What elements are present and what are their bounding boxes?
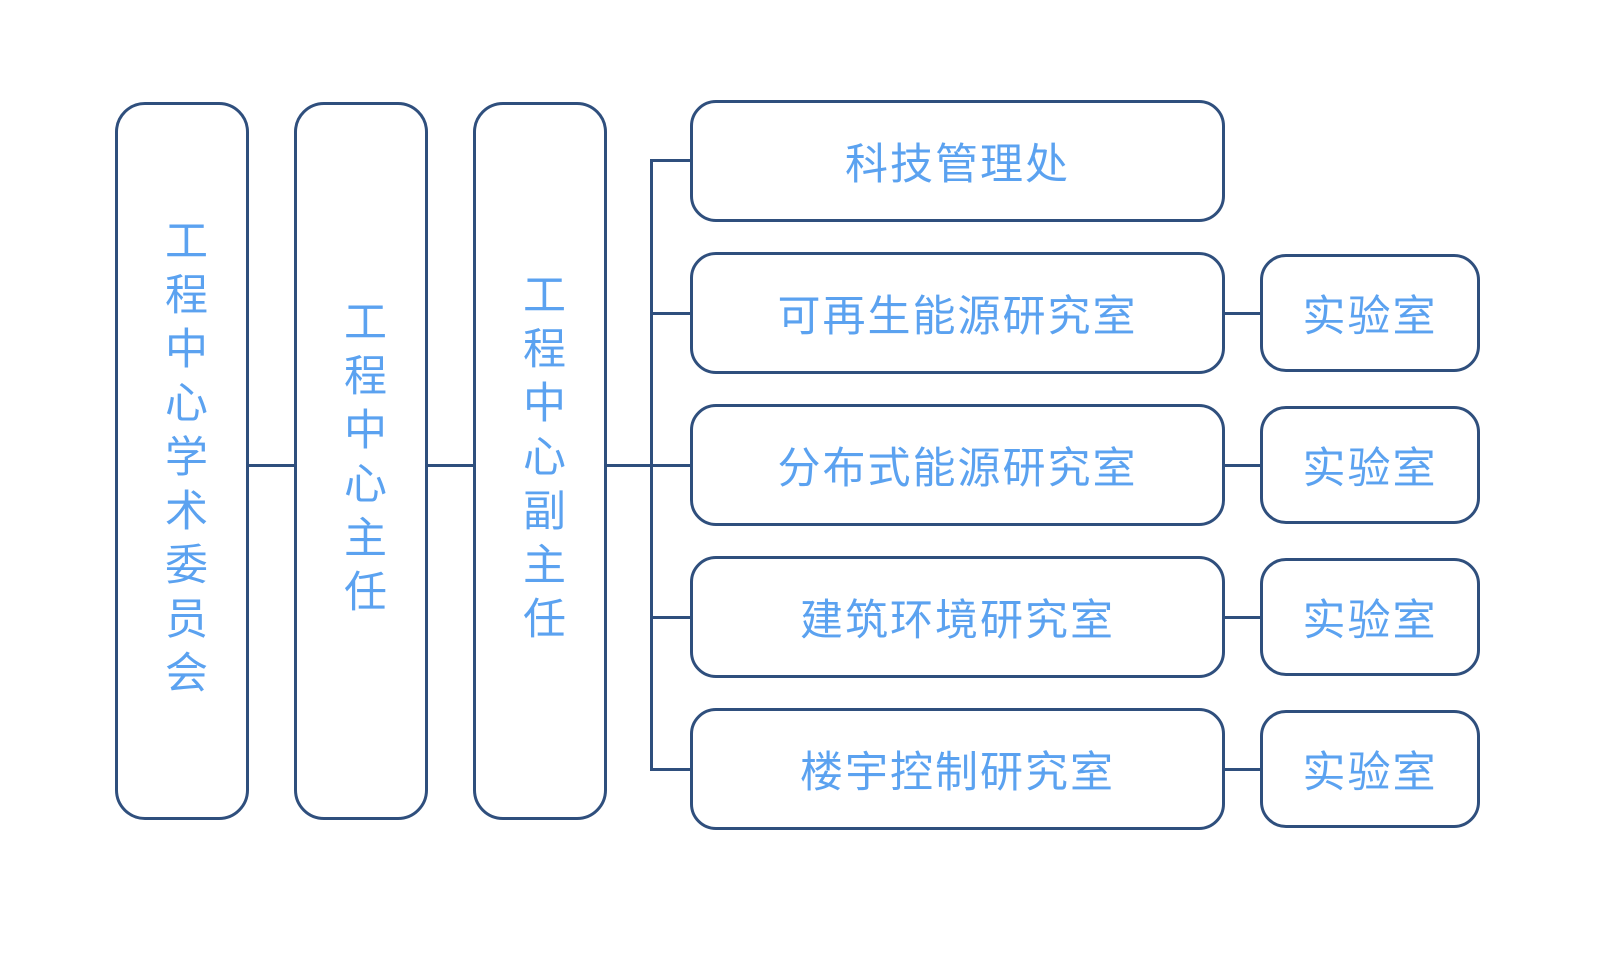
node-lab-building-control: 实验室 — [1260, 710, 1480, 828]
connector-trunk — [650, 159, 653, 771]
node-label: 科技管理处 — [845, 141, 1070, 189]
connector-stub-lab-2 — [1225, 464, 1260, 467]
connector-stub-dept-0 — [650, 159, 691, 162]
node-label: 建筑环境研究室 — [800, 597, 1115, 645]
node-label: 实验室 — [1302, 293, 1438, 341]
node-lab-distributed-energy: 实验室 — [1260, 406, 1480, 524]
node-academic-committee: 工程中心学术委员会 — [115, 102, 249, 820]
node-label: 可再生能源研究室 — [777, 293, 1138, 341]
connector-committee-director — [248, 464, 295, 467]
node-dept-building-control: 楼宇控制研究室 — [690, 708, 1225, 830]
connector-deputy-trunk — [606, 464, 691, 467]
connector-stub-lab-4 — [1225, 768, 1260, 771]
connector-stub-lab-3 — [1225, 616, 1260, 619]
connector-stub-dept-1 — [650, 312, 691, 315]
node-label: 实验室 — [1302, 749, 1438, 797]
node-label: 工程中心学术委员会 — [158, 218, 207, 704]
node-label: 实验室 — [1302, 445, 1438, 493]
node-label: 实验室 — [1302, 597, 1438, 645]
node-dept-building-environment: 建筑环境研究室 — [690, 556, 1225, 678]
node-lab-building-environment: 实验室 — [1260, 558, 1480, 676]
node-dept-sci-tech-office: 科技管理处 — [690, 100, 1225, 222]
node-label: 工程中心副主任 — [516, 272, 565, 650]
connector-stub-dept-4 — [650, 768, 691, 771]
connector-director-deputy — [427, 464, 474, 467]
node-deputy-director: 工程中心副主任 — [473, 102, 607, 820]
connector-stub-lab-1 — [1225, 312, 1260, 315]
node-label: 楼宇控制研究室 — [800, 749, 1115, 797]
node-label: 分布式能源研究室 — [777, 445, 1138, 493]
node-dept-distributed-energy: 分布式能源研究室 — [690, 404, 1225, 526]
node-director: 工程中心主任 — [294, 102, 428, 820]
node-label: 工程中心主任 — [337, 299, 386, 623]
node-dept-renewable-energy: 可再生能源研究室 — [690, 252, 1225, 374]
node-lab-renewable-energy: 实验室 — [1260, 254, 1480, 372]
connector-stub-dept-3 — [650, 616, 691, 619]
